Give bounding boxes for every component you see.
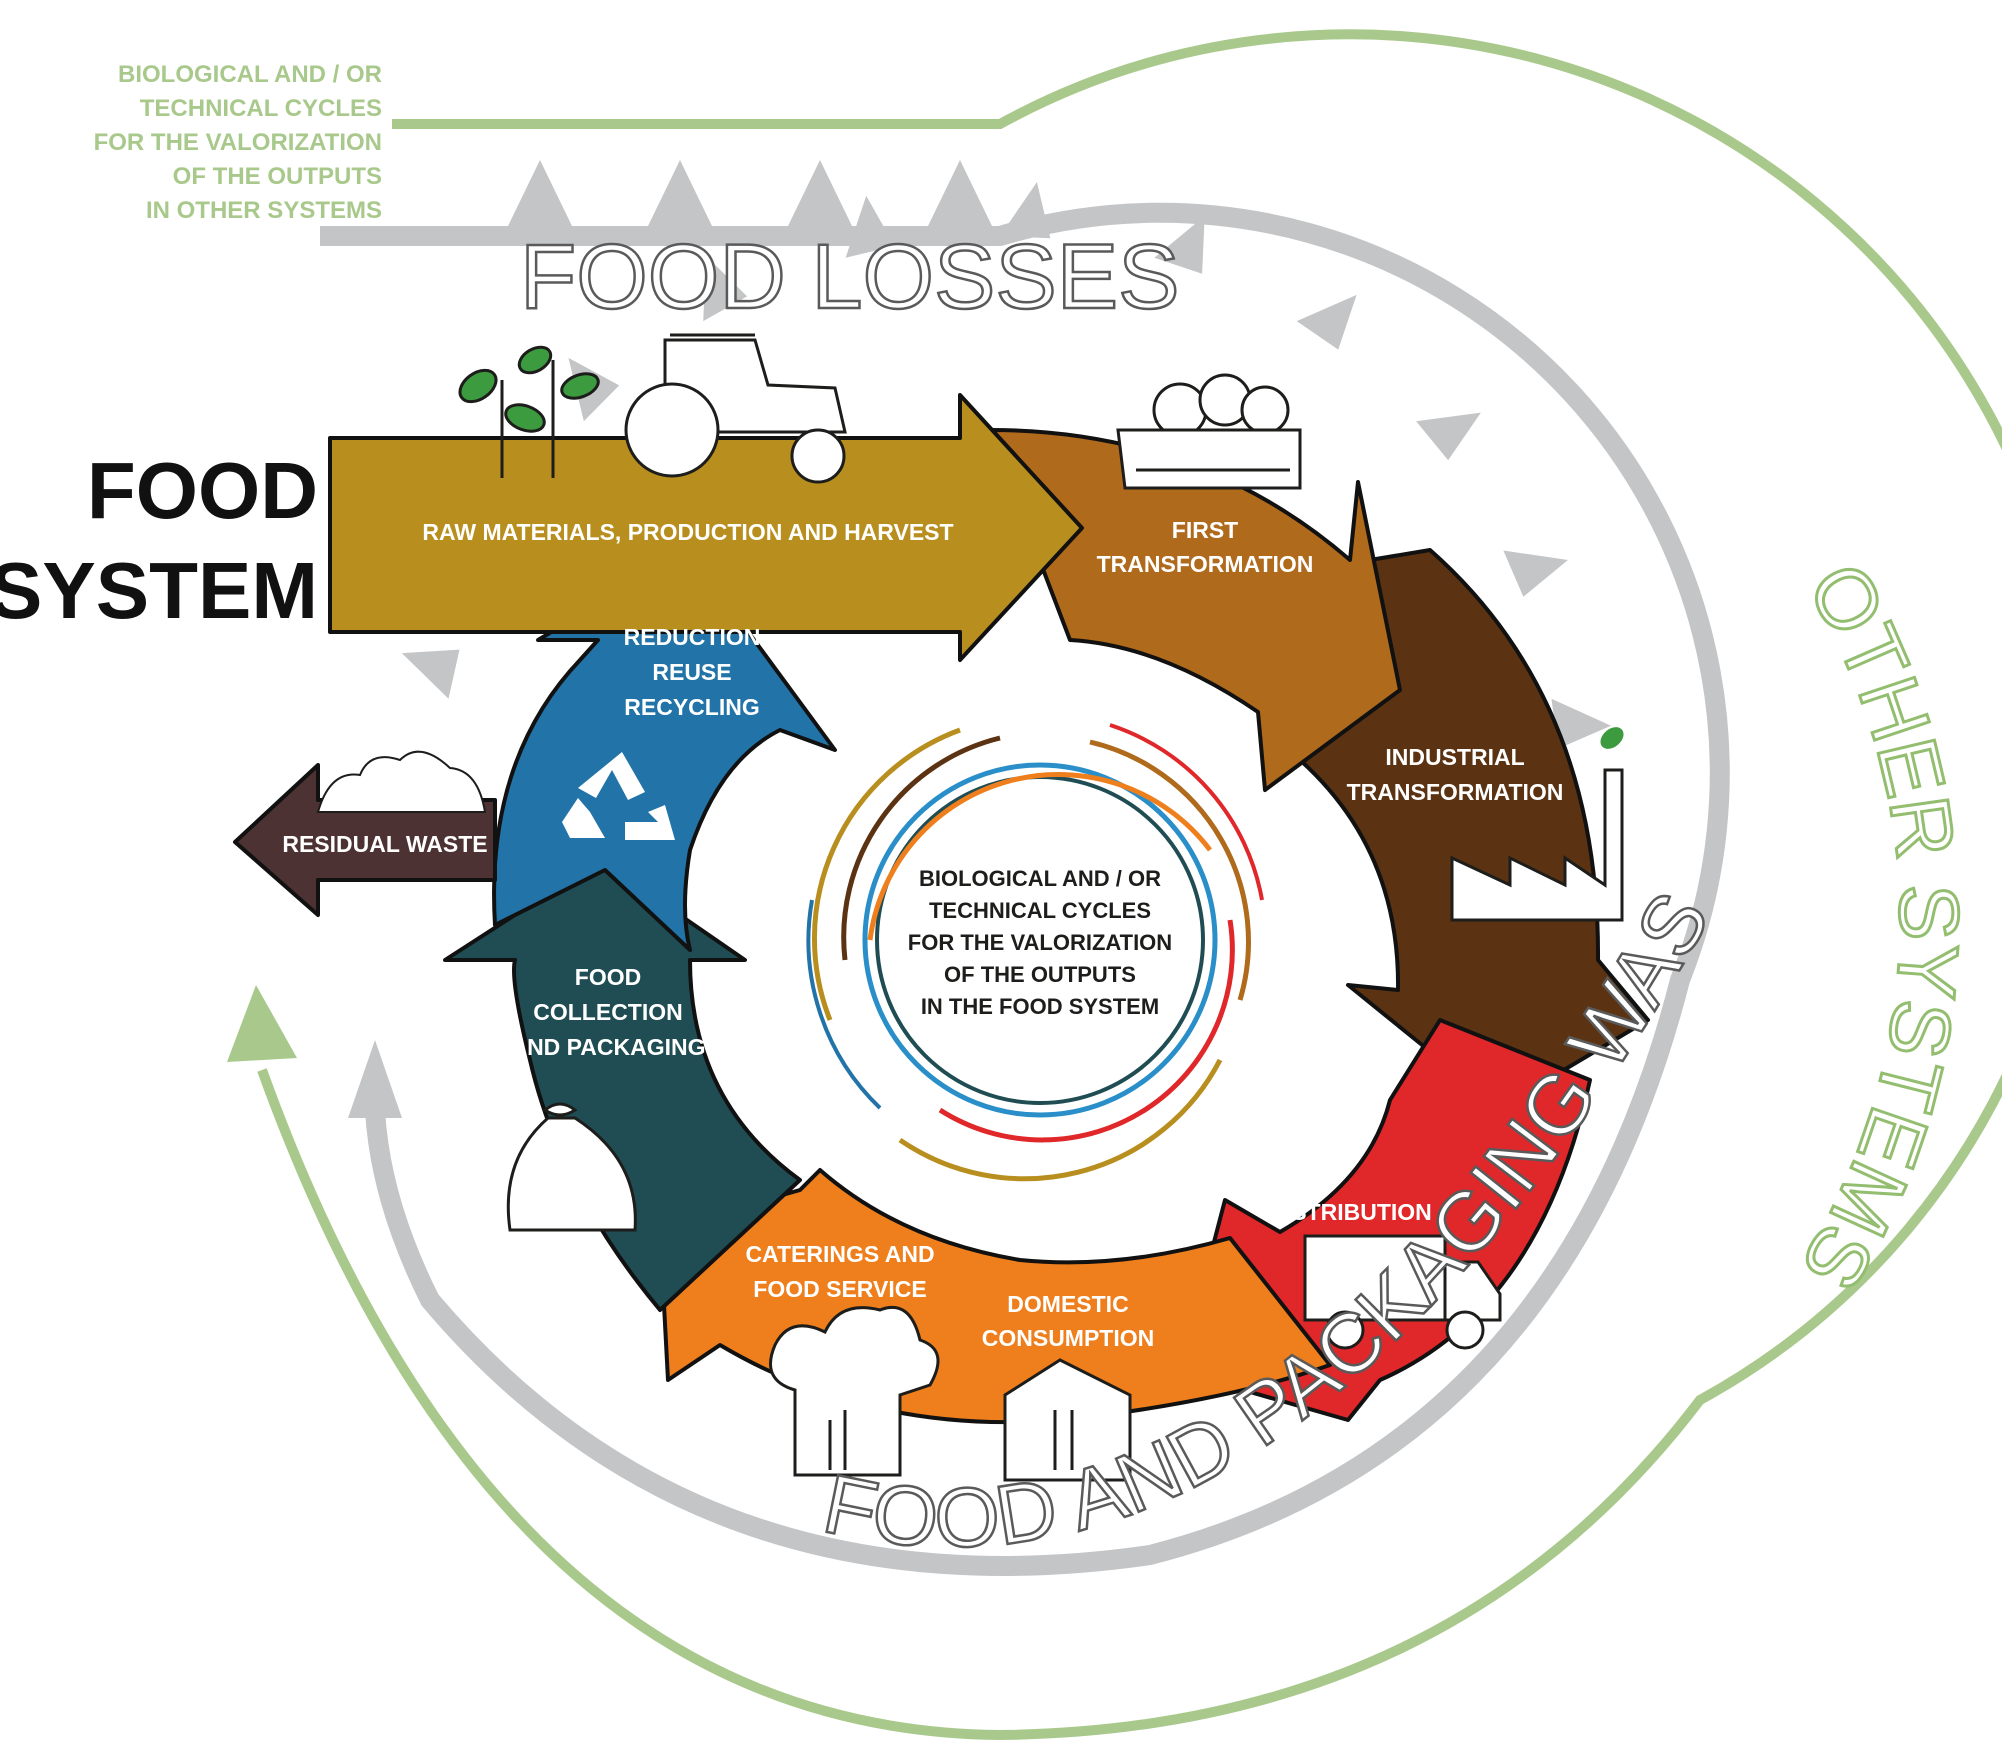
industrial-transformation-label-2: TRANSFORMATION (1347, 779, 1564, 805)
grey-flow-tooth (1503, 550, 1568, 597)
external-cycles-line-3: FOR THE VALORIZATION (94, 129, 382, 156)
grey-losses-flow (320, 160, 1730, 1576)
ring-gold-arc (898, 1058, 1223, 1182)
internal-cycles-line-3: FOR THE VALORIZATION (908, 930, 1172, 955)
external-cycles-line-4: OF THE OUTPUTS (173, 163, 382, 190)
ring-red-arc (938, 919, 1235, 1143)
external-cycles-label: BIOLOGICAL AND / OR TECHNICAL CYCLES FOR… (94, 61, 382, 224)
caterings-label-2: FOOD SERVICE (753, 1276, 926, 1302)
collection-label-3: AND PACKAGING (510, 1034, 705, 1060)
reduction-label-1: REDUCTION (624, 624, 761, 650)
food-system-cycle (233, 393, 1650, 1425)
recycle-icon (562, 752, 675, 840)
food-system-title-line-1: FOOD (87, 446, 318, 535)
green-flow-arrowhead (227, 985, 297, 1062)
factory-icon (1450, 727, 1624, 922)
grey-flow-tooth (648, 160, 712, 226)
stage-first-arrow (988, 428, 1402, 792)
domestic-label-1: DOMESTIC (1007, 1291, 1128, 1317)
ring-rust-arc (1089, 739, 1251, 1001)
external-cycles-line-2: TECHNICAL CYCLES (140, 95, 382, 122)
plant-icon (458, 345, 600, 478)
grey-flow-tooth (1416, 412, 1481, 461)
grey-flow-tooth (401, 649, 460, 699)
raw-materials-label: RAW MATERIALS, PRODUCTION AND HARVEST (422, 519, 953, 545)
ring-brown-arc (841, 735, 1001, 961)
house-icon (1003, 1358, 1132, 1482)
collection-label-1: FOOD (575, 964, 641, 990)
stage-raw-arrow (328, 393, 1084, 662)
stage-reduction-arrow (492, 548, 837, 952)
tractor-icon (624, 333, 847, 484)
grey-flow-tooth (703, 255, 748, 322)
ring-red-arc-2 (1109, 723, 1264, 901)
green-outer-flow (227, 29, 2002, 1741)
internal-cycles-line-5: IN THE FOOD SYSTEM (921, 994, 1159, 1019)
grey-flow-tooth (508, 160, 572, 226)
internal-cycles-line-4: OF THE OUTPUTS (944, 962, 1136, 987)
reduction-label-3: RECYCLING (624, 694, 759, 720)
industrial-transformation-label-1: INDUSTRIAL (1385, 744, 1524, 770)
grey-flow-tooth (788, 160, 852, 226)
green-flow-top (257, 29, 2002, 1741)
ring-blue (862, 762, 1218, 1118)
food-system-title-line-2: SYSTEM (0, 546, 318, 635)
residual-waste-label: RESIDUAL WASTE (282, 831, 487, 857)
internal-cycles-line-2: TECHNICAL CYCLES (929, 898, 1151, 923)
other-systems-textpath: OTHER SYSTEMS (1782, 547, 1978, 1307)
grey-flow-tooth (1154, 216, 1205, 274)
internal-cycles-label: BIOLOGICAL AND / OR TECHNICAL CYCLES FOR… (908, 866, 1172, 1019)
grey-flow-tooth (1296, 294, 1357, 350)
first-transformation-label-2: TRANSFORMATION (1097, 551, 1314, 577)
distribution-label: DISTRIBUTION (1268, 1199, 1432, 1225)
waste-pile-icon (316, 750, 487, 813)
domestic-label-2: CONSUMPTION (982, 1325, 1155, 1351)
crate-icon (1116, 373, 1302, 490)
chef-hat-icon (769, 1305, 940, 1477)
external-cycles-line-1: BIOLOGICAL AND / OR (118, 61, 382, 88)
ring-orange-arc (867, 772, 1212, 941)
reduction-label-2: REUSE (652, 659, 731, 685)
grey-flow-arrowhead (348, 1040, 402, 1118)
truck-icon (1303, 1234, 1502, 1350)
grey-flow-tooth (845, 195, 895, 258)
grey-flow-tooth (1551, 698, 1611, 749)
sack-icon (506, 1102, 637, 1232)
collection-label-2: COLLECTION (533, 999, 683, 1025)
central-rings (806, 723, 1264, 1182)
grey-flow-tooth (1000, 182, 1051, 239)
first-transformation-label-1: FIRST (1172, 517, 1238, 543)
ring-gold-arc-2 (811, 727, 961, 1021)
grey-flow-teeth (401, 160, 1611, 749)
other-systems-title: OTHER SYSTEMS (1784, 548, 1977, 1305)
grey-flow-line (320, 202, 1730, 1576)
external-cycles-line-5: IN OTHER SYSTEMS (146, 197, 382, 224)
caterings-label-1: CATERINGS AND (745, 1241, 934, 1267)
ring-blue-arc-2 (806, 899, 882, 1110)
grey-flow-tooth (928, 160, 992, 226)
internal-cycles-line-1: BIOLOGICAL AND / OR (919, 866, 1161, 891)
food-losses-title: FOOD LOSSES (520, 226, 1180, 328)
